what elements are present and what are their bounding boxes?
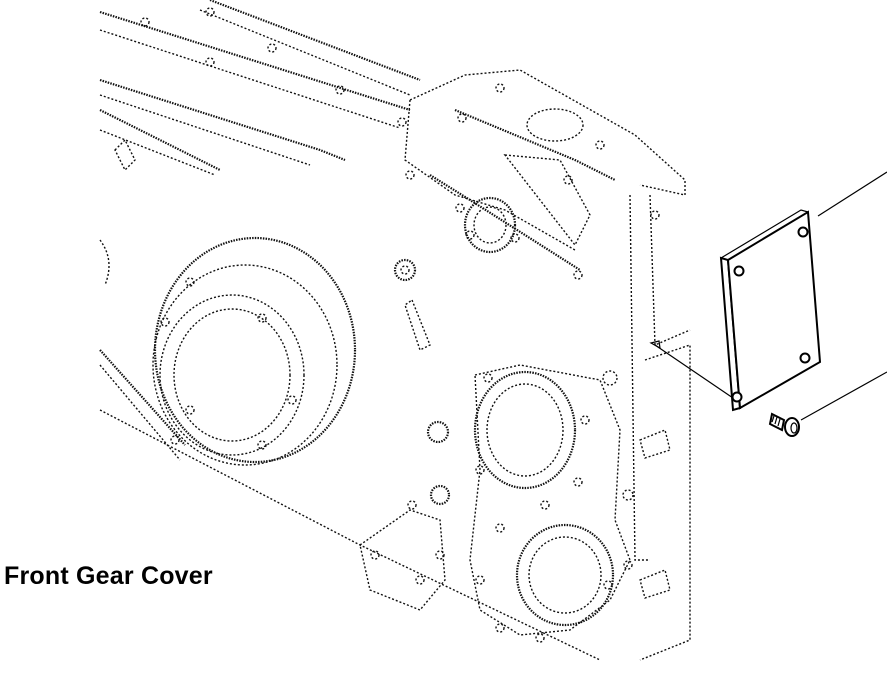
front-plate-edge — [629, 194, 650, 561]
assembly-line — [654, 344, 734, 399]
plate-hole-top-left — [733, 265, 745, 277]
plate-hole-top-right — [797, 226, 809, 238]
large-bore — [153, 236, 357, 464]
screw-head — [784, 417, 800, 437]
cover-plate-face — [726, 210, 822, 410]
upper-boss — [409, 69, 686, 196]
engine-block — [99, 0, 691, 661]
cover-plate — [719, 209, 822, 412]
plate-hole-bottom-left — [731, 391, 743, 403]
block-bottom-edge — [99, 409, 601, 661]
leader-lines — [649, 171, 887, 421]
slot — [404, 298, 431, 351]
upper-rail — [99, 10, 411, 112]
plate-callout-line — [817, 171, 887, 217]
bolt-holes — [140, 7, 660, 643]
lower-bore-housing — [469, 364, 631, 636]
plate-hole-bottom-right — [799, 352, 811, 364]
screw-callout-line — [800, 371, 887, 421]
screw — [768, 412, 800, 437]
diagram-caption: Front Gear Cover — [4, 562, 213, 590]
